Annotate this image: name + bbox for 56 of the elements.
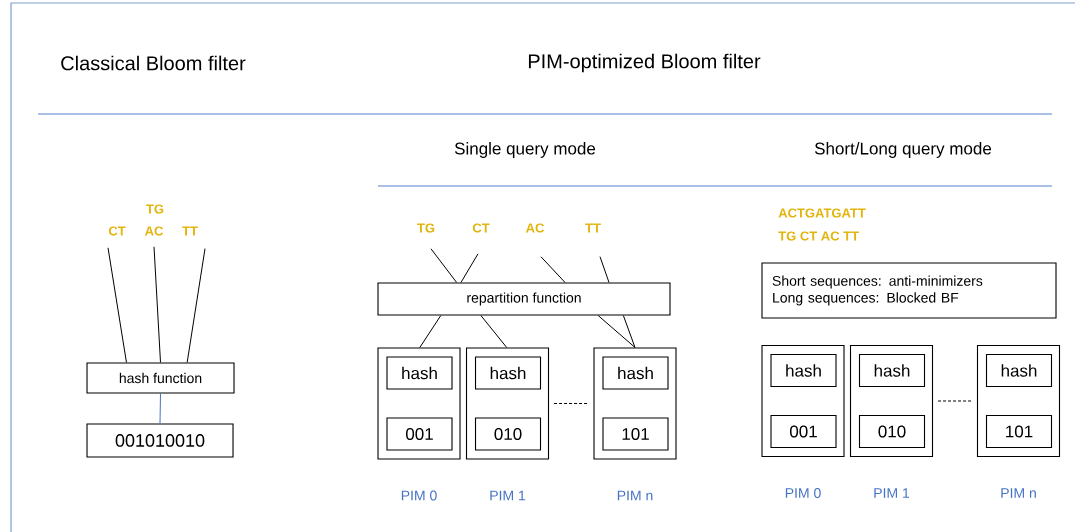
connector-line [540, 256, 566, 283]
connector-line [597, 315, 636, 348]
heading: Short/Long query mode [814, 142, 992, 158]
module-label: PIM 1 [490, 490, 526, 501]
hash-box: hash [474, 356, 542, 390]
mode-description-box: Short sequences: anti-minimizers Long sequences: Blocked BF [761, 262, 1057, 319]
heading: Classical Bloom filter [61, 55, 246, 71]
connector-line [622, 315, 636, 348]
bit-array-box: 101 [985, 414, 1053, 449]
pim-module-box [849, 344, 934, 458]
sequence-label: TT [585, 223, 601, 233]
connector-line [153, 246, 161, 363]
connector-line [419, 315, 442, 348]
sequence-label: TG [417, 223, 435, 233]
bit-array-box: 101 [602, 417, 669, 451]
hash-box: hash [770, 353, 837, 388]
module-label: PIM 0 [785, 488, 821, 498]
connector-line [430, 248, 458, 283]
sequence-label: TT [182, 226, 198, 236]
dashed-connector [553, 403, 589, 404]
heading: PIM-optimized Bloom filter [528, 53, 761, 73]
bit-array-box: 010 [474, 417, 542, 451]
module-label: PIM 1 [874, 488, 910, 498]
bit-array-box: 010 [858, 414, 926, 449]
sequence-label: CT [108, 226, 126, 236]
sequence-label: AC [144, 226, 164, 236]
sequence-label: TG CT AC TT [778, 231, 859, 241]
bit-array-box: 001 [386, 417, 453, 451]
module-label: PIM 0 [401, 490, 437, 501]
dashed-connector [937, 400, 973, 402]
hash-box: hash [985, 353, 1053, 388]
pim-module-box [377, 347, 461, 460]
pim-module-box [976, 344, 1061, 458]
sequence-label: ACTGATGATT [778, 208, 866, 218]
hash-box: hash [602, 356, 669, 390]
connector-line [159, 393, 161, 424]
process-box: hash function [86, 362, 235, 394]
connector-line [480, 315, 508, 348]
heading: Single query mode [454, 142, 596, 158]
pim-module-box [761, 344, 845, 458]
module-label: PIM n [1001, 488, 1036, 498]
connector-line [599, 256, 610, 283]
process-box: 001010010 [86, 423, 234, 458]
sequence-label: TG [146, 204, 164, 214]
module-label: PIM n [617, 490, 653, 501]
process-box: repartition function [377, 282, 671, 316]
connector-line [460, 253, 479, 283]
sequence-label: CT [472, 223, 490, 233]
pim-module-box [593, 347, 677, 460]
bit-array-box: 001 [770, 414, 837, 449]
hash-box: hash [858, 353, 926, 388]
pim-module-box [465, 347, 550, 460]
connector-line [186, 248, 206, 363]
hash-box: hash [386, 356, 453, 390]
sequence-label: AC [525, 223, 545, 233]
connector-line [107, 247, 127, 363]
